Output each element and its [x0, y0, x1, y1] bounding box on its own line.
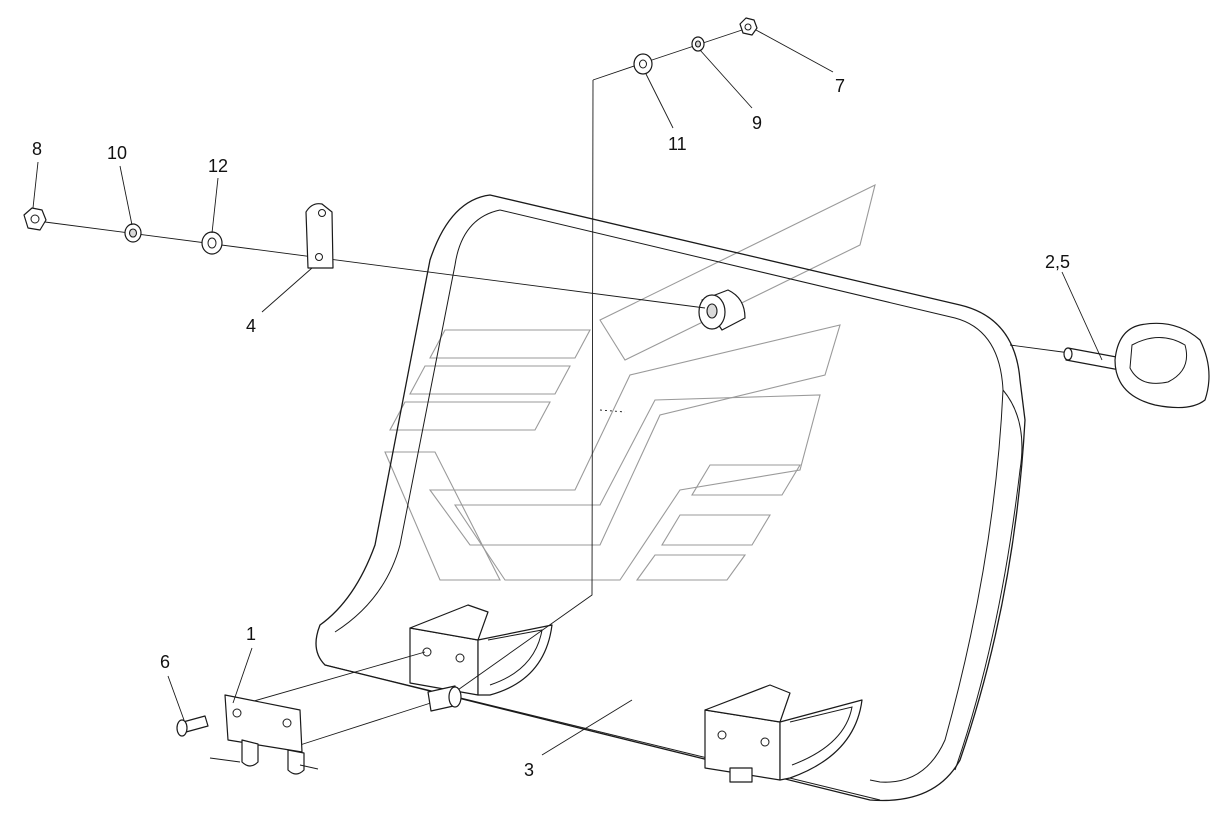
callout-9: 9 [752, 113, 762, 133]
pin-and-ring-2-5 [1063, 322, 1210, 409]
clevis-pin-6 [176, 715, 209, 737]
callout-8: 8 [32, 139, 42, 159]
lock-washer-10 [124, 223, 142, 243]
shield-plate [315, 194, 1026, 802]
hinge-plate-1 [209, 694, 319, 775]
callout-10: 10 [107, 143, 127, 163]
flat-washer-12 [201, 231, 223, 255]
hinge-barrel [427, 685, 462, 712]
bracket-right [704, 684, 863, 783]
callout-2-5: 2,5 [1045, 252, 1070, 272]
flat-washer-11 [633, 53, 653, 75]
callout-3: 3 [524, 760, 534, 780]
callout-7: 7 [835, 76, 845, 96]
hex-nut-8 [23, 207, 47, 231]
callout-6: 6 [160, 652, 170, 672]
bracket-left [409, 604, 553, 696]
bushing-boss [698, 289, 746, 331]
lock-washer-9 [691, 36, 705, 52]
callout-12: 12 [208, 156, 228, 176]
link-plate-4 [305, 203, 334, 269]
callout-11: 11 [668, 134, 687, 154]
callout-leaders [32, 29, 1103, 756]
callout-1: 1 [246, 624, 256, 644]
callout-labels: 8 10 12 4 11 9 7 2,5 1 6 3 [32, 76, 1070, 780]
callout-4: 4 [246, 316, 256, 336]
assembly-lines [44, 27, 1071, 746]
watermark-logo [384, 183, 876, 581]
hex-nut-7 [739, 17, 758, 36]
